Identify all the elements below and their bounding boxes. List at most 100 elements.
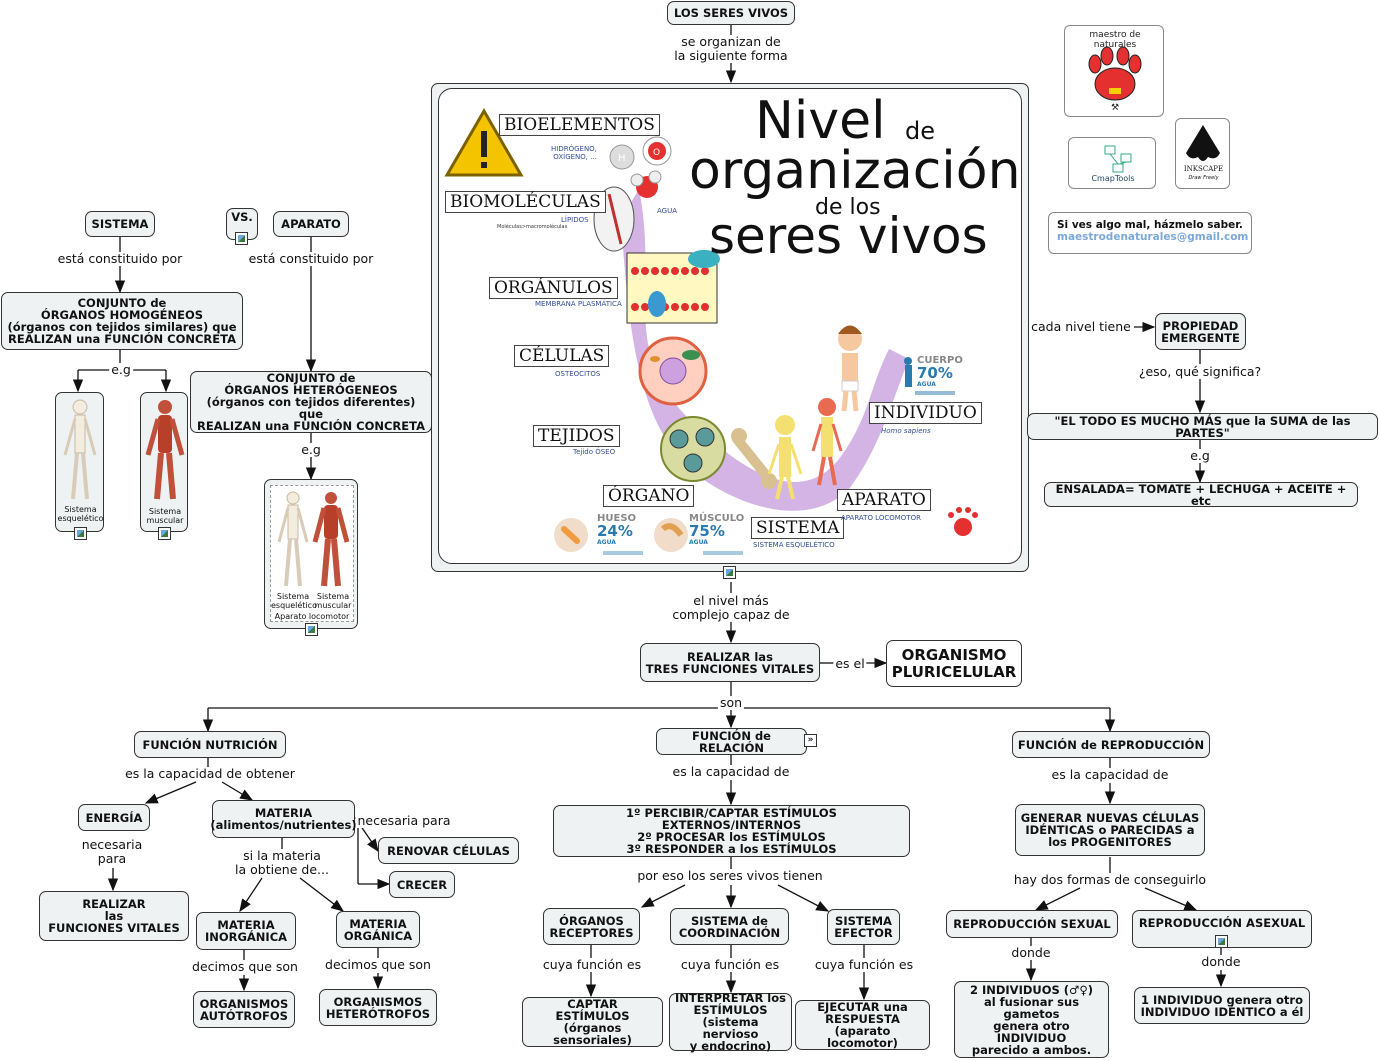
link-constituido-aparato: está constituido por <box>246 251 376 266</box>
node-los-seres-vivos[interactable]: LOS SERES VIVOS <box>667 1 795 25</box>
image-icon-aparato[interactable] <box>305 623 318 636</box>
node-ensalada[interactable]: ENSALADA= TOMATE + LECHUGA + ACEITE + et… <box>1044 482 1358 507</box>
image-sistema-esqueletico[interactable]: Sistema esquelético <box>55 392 104 540</box>
node-autotrofos[interactable]: ORGANISMOS AUTÓTROFOS <box>193 991 295 1028</box>
node-realizar-funciones[interactable]: REALIZAR las TRES FUNCIONES VITALES <box>640 643 820 682</box>
maestro-logo-text: maestro de naturales <box>1089 30 1141 50</box>
stage-bioelementos: BIOELEMENTOS <box>499 114 660 136</box>
link-necesaria-para-2: necesaria para <box>355 813 453 828</box>
aparato-image <box>277 491 350 587</box>
node-captar-estimulos[interactable]: CAPTAR ESTÍMULOS (órganos sensoriales) <box>522 997 663 1047</box>
sub-agua: AGUA <box>657 207 678 215</box>
stat-musculo-unit: AGUA <box>689 539 708 546</box>
link-decimos-1: decimos que son <box>190 959 300 974</box>
node-dos-individuos[interactable]: 2 INDIVIDUOS (♂♀) al fusionar sus gameto… <box>954 981 1109 1058</box>
node-reproduccion-sexual[interactable]: REPRODUCCIÓN SEXUAL <box>946 910 1118 938</box>
node-ejecutar-respuesta[interactable]: EJECUTAR una RESPUESTA (aparato locomoto… <box>795 1000 930 1050</box>
stat-musculo-value: 75% <box>689 522 725 540</box>
caption-aparato-mus: Sistema muscular <box>314 592 352 610</box>
image-icon-muscular[interactable] <box>158 527 171 540</box>
poster-title-nivel: Nivel <box>755 91 886 151</box>
node-organos-homogeneos[interactable]: CONJUNTO de ÓRGANOS HOMOGÉNEOS (órganos … <box>1 292 243 350</box>
warning-icon <box>444 108 524 177</box>
node-crecer[interactable]: CRECER <box>389 871 455 898</box>
stage-organulos: ORGÁNULOS <box>489 277 618 299</box>
cmap-icon <box>1104 145 1132 173</box>
poster-title-organizacion: organización <box>689 141 1021 201</box>
node-heterotrofos[interactable]: ORGANISMOS HETERÓTROFOS <box>319 989 437 1026</box>
sub-aparato-loc: APARATO LOCOMOTOR <box>841 514 921 522</box>
vs-image-icon[interactable] <box>235 232 248 245</box>
inkscape-logo: INKSCAPE Draw Freely <box>1175 118 1230 189</box>
node-realizar-vitales[interactable]: REALIZAR las FUNCIONES VITALES <box>39 891 189 941</box>
link-necesaria-para: necesaria para <box>79 837 145 866</box>
link-constituido-sistema: está constituido por <box>55 251 185 266</box>
caption-aparato-locomotor: Aparato locomotor <box>274 612 350 621</box>
node-energia[interactable]: ENERGÍA <box>78 804 150 831</box>
node-sistema[interactable]: SISTEMA <box>85 211 155 237</box>
link-cada-nivel: cada nivel tiene <box>1029 319 1133 334</box>
inkscape-tagline: Draw Freely <box>1188 175 1219 181</box>
node-aparato[interactable]: APARATO <box>273 211 349 237</box>
sub-tejido-oseo: Tejido ÓSEO <box>573 448 616 456</box>
node-funcion-nutricion[interactable]: FUNCIÓN NUTRICIÓN <box>134 731 286 758</box>
node-organismo-pluricelular[interactable]: ORGANISMO PLURICELULAR <box>886 640 1022 687</box>
svg-text:H: H <box>618 153 626 164</box>
node-estimulos[interactable]: 1º PERCIBIR/CAPTAR ESTÍMULOS EXTERNOS/IN… <box>553 805 910 857</box>
sub-membrana: MEMBRANA PLASMÁTICA <box>535 300 622 308</box>
image-aparato-locomotor[interactable]: Sistema esquelético Sistema muscular Apa… <box>264 479 358 636</box>
link-donde-2: donde <box>1199 954 1243 969</box>
node-materia-organica[interactable]: MATERIA ORGÁNICA <box>336 911 420 948</box>
link-funcion-2: cuya función es <box>678 957 782 972</box>
link-es-el: es el <box>833 656 867 671</box>
image-icon-esqueletico[interactable] <box>74 527 87 540</box>
node-un-individuo[interactable]: 1 INDIVIDUO genera otro INDIVIDUO IDÉNTI… <box>1134 987 1310 1024</box>
link-eg-todo: e.g <box>1188 448 1212 463</box>
muscle-image <box>145 400 185 500</box>
stage-biomoleculas: BIOMOLÉCULAS <box>445 191 606 213</box>
poster-title-de-los: de los <box>815 195 881 220</box>
contact-email[interactable]: maestrodenaturales@gmail.com <box>1057 231 1249 243</box>
node-sistema-efector[interactable]: SISTEMA EFECTOR <box>827 909 900 945</box>
node-el-todo[interactable]: "EL TODO ES MUCHO MÁS que la SUMA de las… <box>1027 413 1378 440</box>
node-materia-inorganica[interactable]: MATERIA INORGÁNICA <box>196 912 296 950</box>
link-capacidad-obtener: es la capacidad de obtener <box>123 766 297 781</box>
sub-hidrogeno: HIDRÓGENO, OXÍGENO, ... <box>551 145 597 161</box>
node-materia[interactable]: MATERIA (alimentos/nutrientes) <box>210 800 357 838</box>
node-sistema-coordinacion[interactable]: SISTEMA de COORDINACIÓN <box>670 908 789 945</box>
caption-sistema-esqueletico: Sistema esquelético <box>57 505 104 523</box>
stage-aparato: APARATO <box>837 489 931 511</box>
poster-frame[interactable]: H O <box>431 83 1029 572</box>
node-organos-heterogeneos[interactable]: CONJUNTO de ÓRGANOS HETERÓGENEOS (órgano… <box>190 371 432 433</box>
node-funcion-reproduccion[interactable]: FUNCIÓN de REPRODUCCIÓN <box>1012 731 1210 758</box>
expand-icon[interactable]: » <box>804 734 817 747</box>
contact-note-text: Si ves algo mal, házmelo saber. <box>1057 219 1243 231</box>
stat-hueso-unit: AGUA <box>597 539 616 546</box>
stage-celulas: CÉLULAS <box>514 345 610 367</box>
image-sistema-muscular[interactable]: Sistema muscular <box>140 392 188 540</box>
link-donde-1: donde <box>1009 945 1053 960</box>
stage-sistema: SISTEMA <box>751 517 845 539</box>
stat-cuerpo-value: 70% <box>917 364 953 382</box>
poster-title-de: de <box>905 117 935 145</box>
caption-sistema-muscular: Sistema muscular <box>146 507 184 525</box>
skeleton-figure <box>767 415 803 500</box>
aparato-image-frame: Sistema esquelético Sistema muscular Apa… <box>270 485 354 622</box>
svg-text:⚒: ⚒ <box>1111 103 1119 113</box>
node-interpretar[interactable]: INTERPRETAR los ESTÍMULOS (sistema nervi… <box>669 992 792 1052</box>
poster-title-seres-vivos: seres vivos <box>709 207 988 265</box>
link-por-eso: por eso los seres vivos tienen <box>635 868 825 883</box>
node-organos-receptores[interactable]: ÓRGANOS RECEPTORES <box>543 908 640 945</box>
node-generar-celulas[interactable]: GENERAR NUEVAS CÉLULAS IDÉNTICAS o PAREC… <box>1015 804 1205 856</box>
node-renovar-celulas[interactable]: RENOVAR CÉLULAS <box>378 837 519 864</box>
individual-figure <box>838 325 862 412</box>
sub-homo-sapiens: Homo sapiens <box>881 427 931 435</box>
poster-inner: H O <box>438 88 1022 564</box>
cmaptools-logo: CmapTools <box>1068 137 1156 189</box>
skeleton-image <box>63 399 97 500</box>
poster-image-icon[interactable] <box>723 566 736 579</box>
stage-individuo: INDIVIDUO <box>869 402 982 424</box>
asexual-image-icon[interactable] <box>1215 935 1228 948</box>
node-propiedad-emergente[interactable]: PROPIEDAD EMERGENTE <box>1155 313 1246 350</box>
node-funcion-relacion[interactable]: FUNCIÓN de RELACIÓN <box>656 728 807 755</box>
